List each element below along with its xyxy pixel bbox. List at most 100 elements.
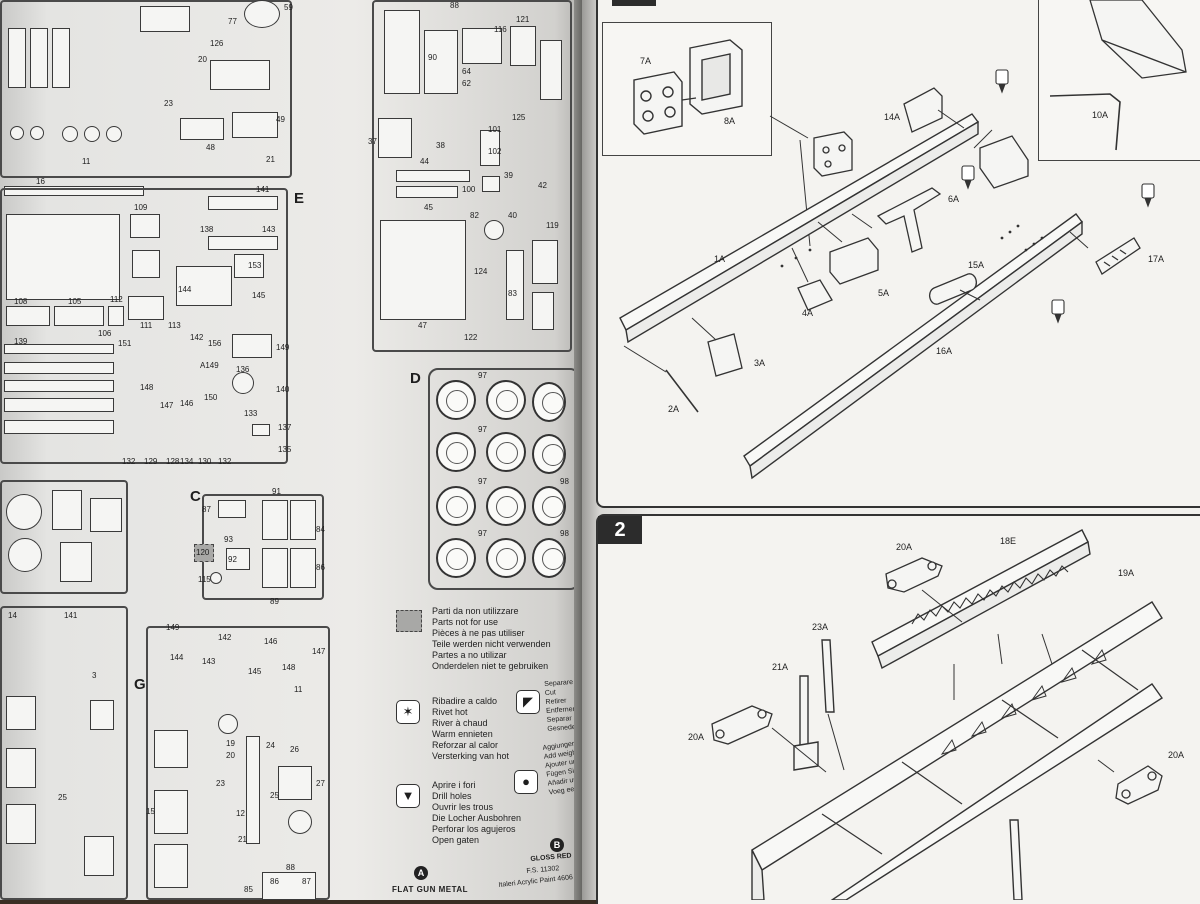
part-number: 143	[262, 225, 276, 234]
part-number: 42	[538, 181, 547, 190]
sprue-part	[6, 306, 50, 326]
sprue-part	[90, 700, 114, 730]
sprue-part	[90, 498, 122, 532]
part-label-20a-left: 20A	[688, 732, 704, 742]
legend-line: River à chaud	[432, 718, 488, 728]
frame-rail-1a-drawing	[619, 113, 980, 344]
part-number: 49	[276, 115, 285, 124]
part-label-10a: 10A	[1092, 110, 1108, 120]
sprue-part	[218, 500, 246, 518]
step-2-arrows	[771, 589, 1115, 773]
part-number: 137	[278, 423, 292, 432]
part-number: 142	[190, 333, 204, 342]
sprue-part	[4, 362, 114, 374]
sprue-part	[208, 196, 278, 210]
weight-icon: ●	[514, 770, 538, 794]
sprue-part	[60, 542, 92, 582]
part-number: 124	[474, 267, 488, 276]
part-label-7a: 7A	[640, 56, 651, 66]
sprue-part	[540, 40, 562, 100]
sprue-frame-G	[146, 626, 330, 900]
part-number: 132	[218, 457, 232, 466]
part-label-20a-top: 20A	[896, 542, 912, 552]
crossmember-6a-drawing	[876, 187, 942, 253]
sprue-part	[480, 130, 500, 166]
part-number: 98	[560, 529, 569, 538]
legend-drill-holes: Aprire i fori Drill holes Ouvrir les tro…	[432, 780, 521, 846]
drill-icon: ▼	[396, 784, 420, 808]
legend-line: Ouvrir les trous	[432, 802, 494, 812]
sprue-part	[84, 126, 100, 142]
part-7a-drawing	[633, 71, 683, 135]
sprue-part	[30, 126, 44, 140]
bracket-14a-drawing	[903, 87, 943, 133]
sprue-part	[482, 176, 500, 192]
part-number: 139	[14, 337, 28, 346]
part-number: 85	[244, 885, 253, 894]
step-2-drawing: 20A 18E 19A 23A 21A 20A 20A	[688, 529, 1184, 900]
sprue-part	[210, 572, 222, 584]
part-number: 92	[228, 555, 237, 564]
bumper-rod-2a-drawing	[665, 369, 699, 413]
legend-not-used: Parti da non utilizzare Parts not for us…	[432, 606, 551, 672]
sprue-part	[108, 306, 124, 326]
sprue-part	[62, 126, 78, 142]
part-number: 97	[478, 371, 487, 380]
sprue-part	[130, 214, 160, 238]
part-label-5a: 5A	[878, 288, 889, 298]
sprue-frame-mid-top	[372, 0, 572, 352]
sprue-part	[176, 266, 232, 306]
unused-part-shading	[194, 544, 214, 562]
detail-hardware-drawing	[1089, 0, 1187, 79]
part-number: 144	[178, 285, 192, 294]
tank-15a-drawing	[928, 273, 978, 305]
wheel-part	[486, 380, 526, 420]
sprue-part	[6, 748, 36, 788]
part-number: 121	[516, 15, 530, 24]
part-number: 88	[286, 863, 295, 872]
legend-line: Reforzar al calor	[432, 740, 499, 750]
part-number: 64	[462, 67, 471, 76]
legend-line: Warm ennieten	[432, 729, 493, 739]
part-number: 97	[478, 529, 487, 538]
part-number: 143	[202, 657, 216, 666]
sprue-part	[290, 548, 316, 588]
part-number: 135	[278, 445, 292, 454]
part-number: 146	[180, 399, 194, 408]
part-number: 111	[140, 321, 153, 330]
sprue-part	[484, 220, 504, 240]
legend-line: Onderdelen niet te gebruiken	[432, 661, 549, 671]
frame-19a-drawing	[751, 601, 1163, 900]
wheel-part	[436, 432, 476, 472]
part-number: 100	[462, 185, 476, 194]
paint-badge-b: B	[550, 838, 564, 852]
part-number: 91	[272, 487, 281, 496]
left-page-sprue-map: 59 77 126 20 23 48 21 49 11 16 E 141 109…	[0, 0, 617, 900]
part-label-19a: 19A	[1118, 568, 1134, 578]
sprue-part	[510, 26, 536, 66]
part-label-16a: 16A	[936, 346, 952, 356]
frame-crossbraces	[821, 649, 1139, 855]
step-1-tab-stub	[612, 0, 656, 6]
part-number: 144	[170, 653, 184, 662]
part-number: 40	[508, 211, 517, 220]
legend-line: Perforar los agujeros	[432, 824, 516, 834]
spring-hanger-20a-right	[1115, 765, 1163, 805]
sprue-part	[4, 344, 114, 354]
part-label-2a: 2A	[668, 404, 679, 414]
truss-sawtooth	[911, 565, 1069, 625]
winch-assembly-drawing	[979, 135, 1029, 189]
part-number: 156	[208, 339, 222, 348]
legend-line: Partes a no utilizar	[432, 650, 507, 660]
sprue-part	[180, 118, 224, 140]
part-number: 106	[98, 329, 112, 338]
part-number: 14	[8, 611, 17, 620]
sprue-part	[290, 500, 316, 540]
part-number: 11	[82, 157, 91, 166]
part-label-23a: 23A	[812, 622, 828, 632]
sprue-part	[154, 730, 188, 768]
step-1-drawing: 7A 8A 14A 10A 6A 1A 5A 4A 3A 2A 15A 17A …	[619, 0, 1187, 480]
sprue-part	[106, 126, 122, 142]
part-number: 132	[122, 457, 136, 466]
part-label-1a: 1A	[714, 254, 725, 264]
